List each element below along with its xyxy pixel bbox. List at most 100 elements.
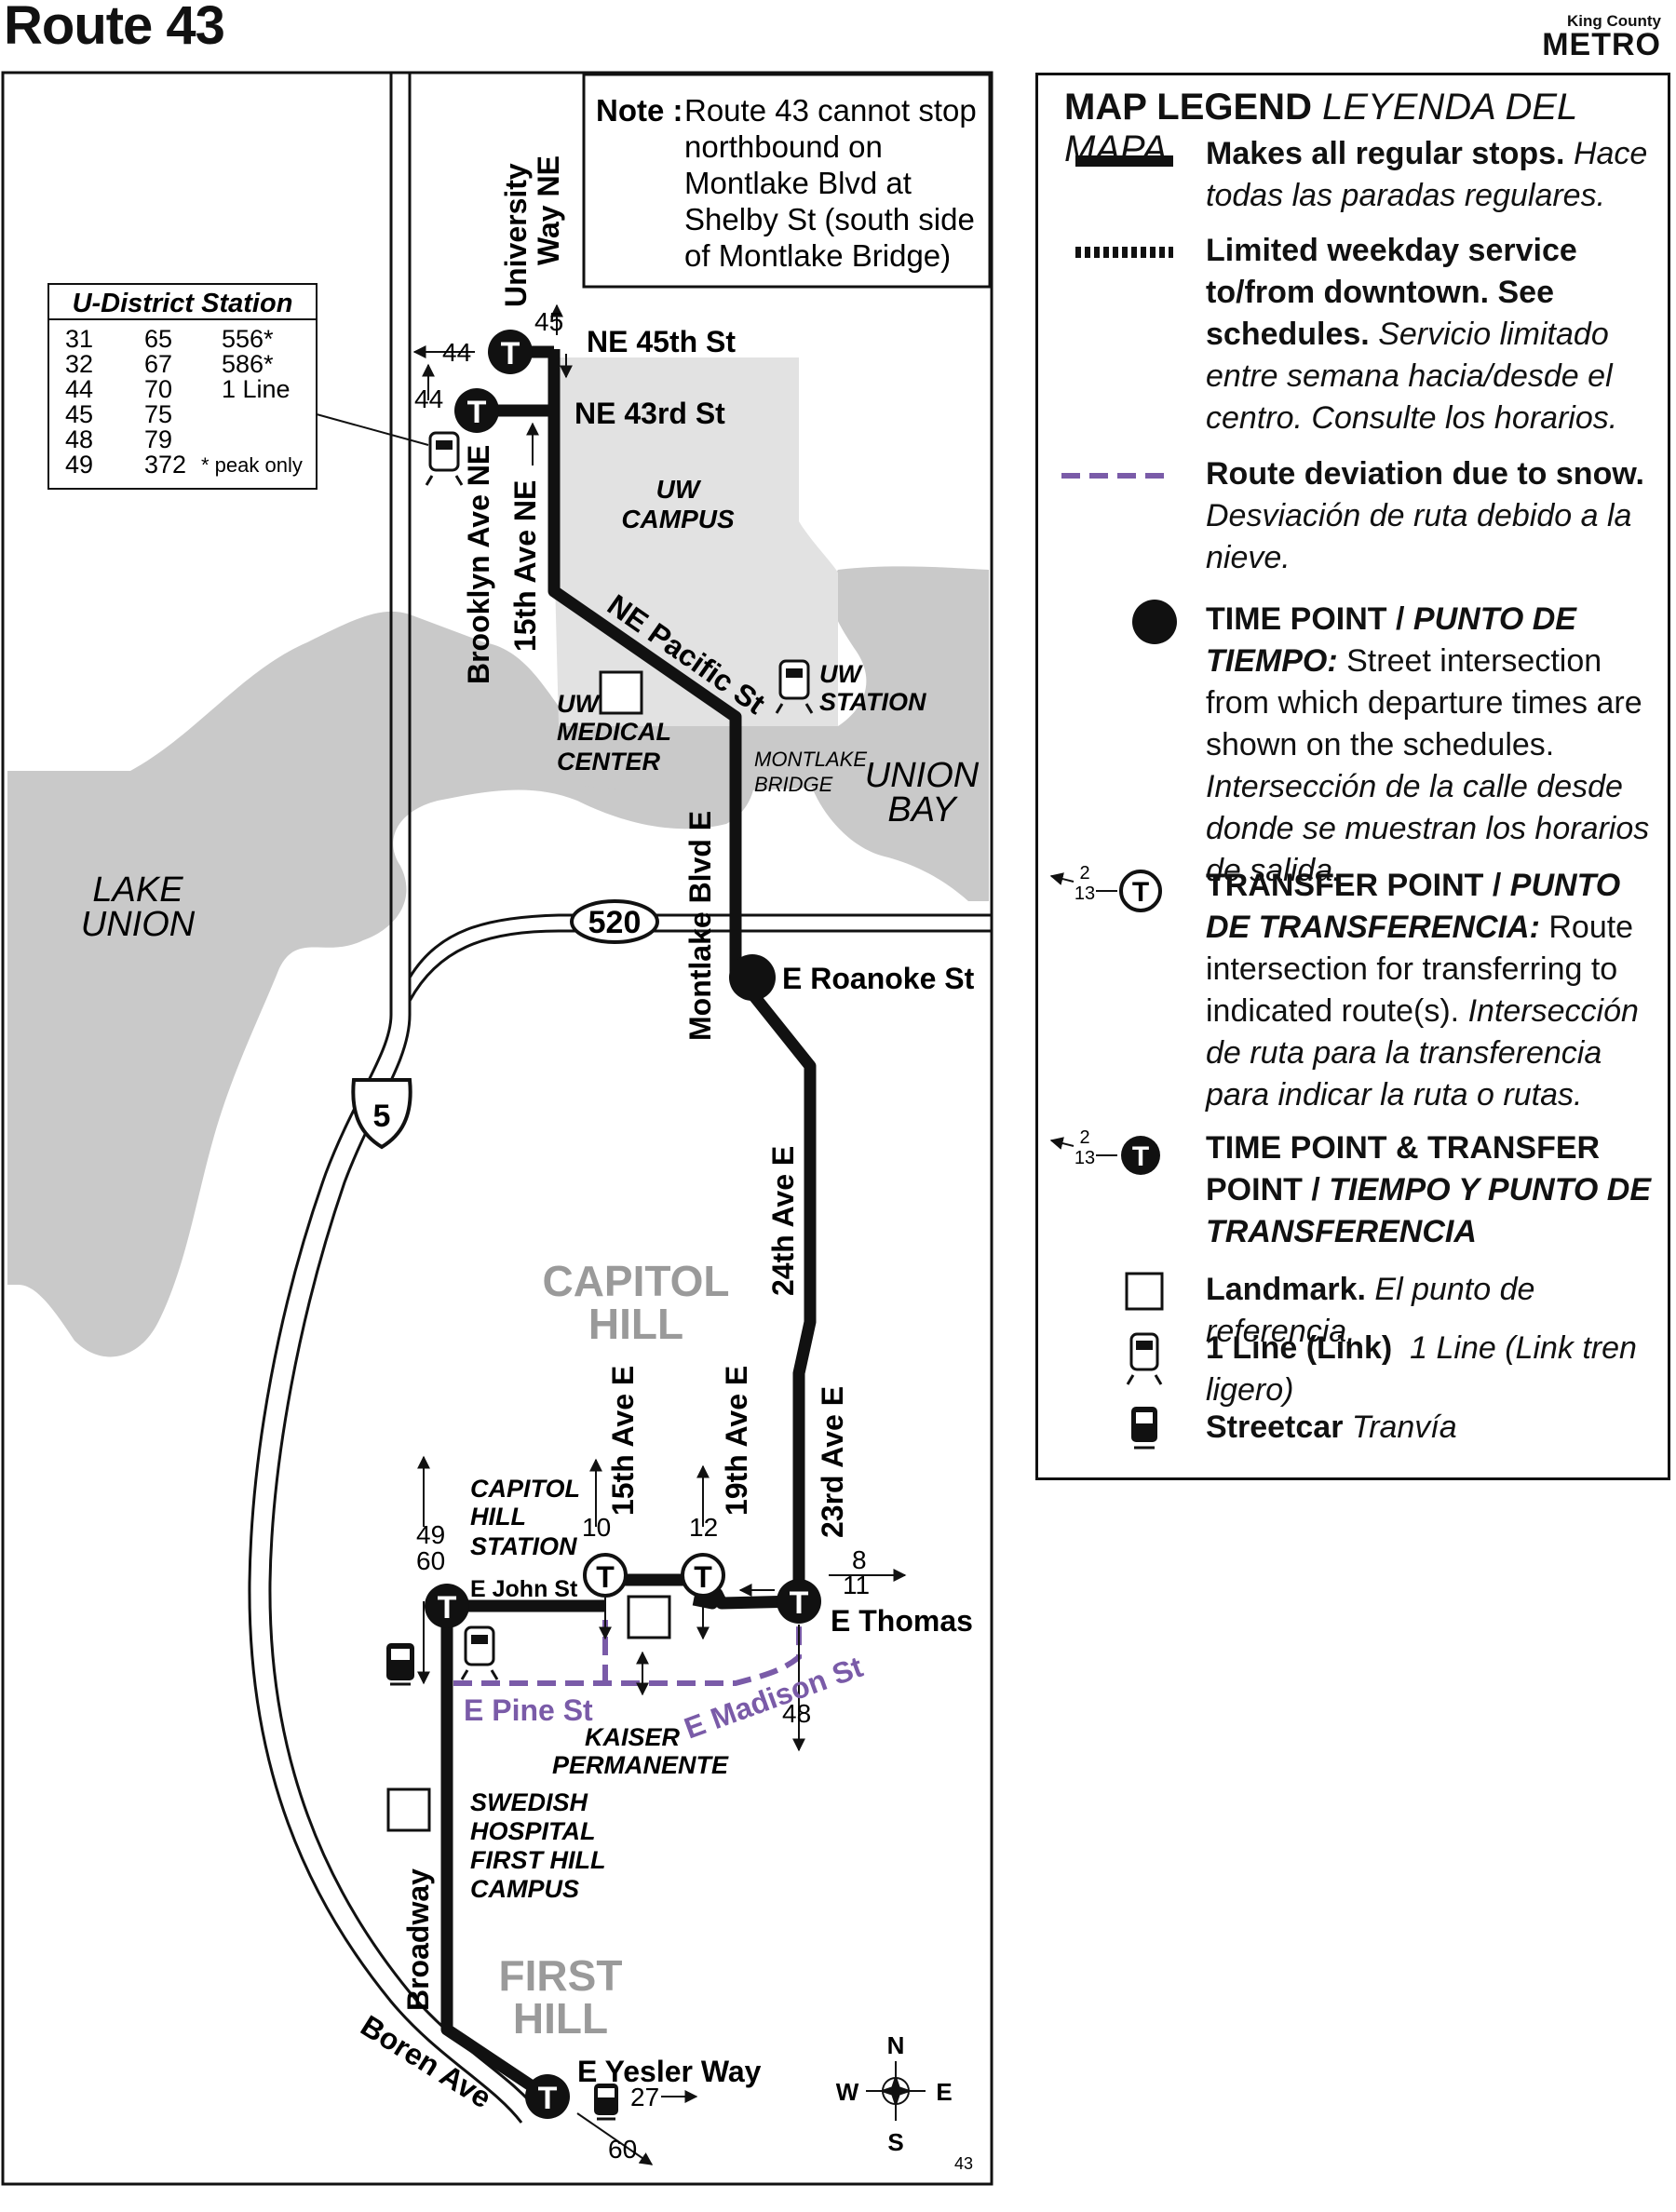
first-hill-label: FIRST HILL — [499, 1951, 623, 2043]
transfer-27: 27 — [630, 2083, 659, 2111]
24th-ave-label: 24th Ave E — [766, 1146, 800, 1296]
15th-ave-e-label: 15th Ave E — [606, 1366, 640, 1516]
svg-text:45: 45 — [65, 400, 93, 428]
svg-text:LAKE: LAKE — [92, 870, 183, 910]
note-label: Note : — [596, 93, 683, 128]
e-roanoke-label: E Roanoke St — [782, 962, 975, 995]
23rd-ave-e-label: 23rd Ave E — [816, 1386, 849, 1538]
stop-marker: T — [596, 1560, 615, 1594]
legend-transfer-2: 2 — [1079, 863, 1089, 883]
legend-symbols: 2 13 T 2 13 T — [1049, 155, 1177, 1450]
legend-transfer: TRANSFER POINT / PUNTO DE TRANSFERENCIA:… — [1206, 868, 1639, 1113]
compass-w: W — [836, 2078, 859, 2106]
legend-limited: Limited weekday service to/from downtown… — [1206, 233, 1618, 436]
lake-union-label: LAKE UNION — [81, 870, 196, 944]
transfer-45: 45 — [534, 307, 563, 336]
link-train-icon-capitol-hill — [460, 1625, 499, 1680]
landmark-labels: UW STATION UW MEDICAL CENTER CAPITOL HIL… — [470, 660, 926, 1903]
svg-text:HILL: HILL — [513, 1994, 608, 2043]
route-43-line-south[interactable] — [440, 1606, 548, 2100]
legend-transfer-13: 13 — [1075, 883, 1095, 904]
timepoint-23rd-thomas[interactable]: T — [777, 1579, 821, 1624]
legend-link-icon — [1126, 1332, 1163, 1385]
montlake-blvd-label: Montlake Blvd E — [683, 811, 717, 1041]
legend-timepoint-icon — [1132, 600, 1177, 644]
landmark-swedish-icon — [386, 1787, 431, 1832]
swedish-label-4: CAMPUS — [470, 1875, 579, 1903]
timepoint-yesler[interactable]: T — [525, 2074, 570, 2119]
19th-ave-e-label: 19th Ave E — [720, 1366, 753, 1516]
university-way-label: University — [499, 163, 533, 307]
transfer-48: 48 — [782, 1699, 811, 1728]
svg-text:UNION: UNION — [81, 905, 196, 944]
ne43rd-label: NE 43rd St — [574, 397, 725, 430]
svg-text:1 Line: 1 Line — [222, 375, 291, 403]
uw-station-label: UW — [819, 660, 863, 688]
svg-text:UNION: UNION — [865, 756, 980, 795]
uw-medical-label: UW — [557, 690, 601, 718]
legend-tp-transfer: TIME POINT & TRANSFER POINT / TIEMPO Y P… — [1206, 1130, 1651, 1249]
i5-freeway — [248, 73, 542, 2124]
kaiser-label: KAISER — [585, 1723, 681, 1751]
stop-marker: T — [1132, 877, 1149, 908]
svg-text:75: 75 — [144, 400, 172, 428]
transfer-point-15th[interactable]: T — [583, 1553, 628, 1598]
compass-e: E — [936, 2078, 952, 2106]
broadway-label: Broadway — [401, 1868, 435, 2011]
timepoint-ne43rd[interactable]: T — [454, 388, 499, 433]
svg-text:MONTLAKE: MONTLAKE — [754, 748, 867, 771]
transfer-60-b: 60 — [608, 2135, 637, 2164]
e-yesler-label: E Yesler Way — [577, 2055, 762, 2088]
sr520-freeway — [408, 913, 992, 1002]
svg-text:Shelby St (south side: Shelby St (south side — [684, 202, 975, 236]
compass-s: S — [887, 2128, 903, 2156]
swedish-label: SWEDISH — [470, 1788, 588, 1816]
svg-text:CAPITOL: CAPITOL — [542, 1257, 729, 1305]
svg-text:Route 43 cannot stop: Route 43 cannot stop — [684, 93, 977, 128]
legend-tp-transfer-2: 2 — [1079, 1127, 1089, 1148]
stop-marker: T — [467, 395, 487, 430]
page-title: Route 43 — [4, 0, 225, 56]
timepoint-ne45th[interactable]: T — [488, 330, 533, 374]
svg-text:65: 65 — [144, 325, 172, 353]
stop-marker: T — [694, 1560, 712, 1594]
station-box-pointer — [316, 413, 429, 446]
legend-title-en: MAP LEGEND — [1064, 87, 1312, 128]
legend-landmark-icon — [1125, 1272, 1164, 1311]
timepoint-roanoke[interactable] — [729, 954, 776, 1001]
ne45th-label: NE 45th St — [587, 325, 736, 358]
svg-text:556*: 556* — [222, 325, 274, 353]
transfer-point-19th[interactable]: T — [681, 1553, 725, 1598]
i5-shield-label: 5 — [373, 1099, 391, 1134]
svg-text:FIRST: FIRST — [499, 1951, 623, 2000]
15th-ave-ne-label: 15th Ave NE — [508, 480, 542, 652]
transfer-route-numbers: 44 45 44 49 60 10 12 8 11 48 27 60 — [414, 307, 870, 2164]
svg-text:31: 31 — [65, 325, 93, 353]
transfer-10: 10 — [582, 1513, 611, 1542]
svg-text:586*: 586* — [222, 350, 274, 378]
svg-text:BAY: BAY — [887, 790, 958, 830]
legend-streetcar: Streetcar Tranvía — [1206, 1409, 1457, 1445]
transfer-44-a: 44 — [442, 338, 471, 367]
page-number: 43 — [954, 2154, 973, 2173]
e-thomas-label: E Thomas — [831, 1604, 973, 1638]
stop-marker: T — [1132, 1141, 1149, 1172]
timepoint-broadway-john[interactable]: T — [425, 1584, 469, 1628]
union-bay-label: UNION BAY — [865, 756, 980, 830]
streetcar-icon-broadway — [386, 1643, 414, 1686]
university-way-label-2: Way NE — [532, 155, 565, 265]
transfer-44-b: 44 — [414, 384, 443, 413]
transfer-12: 12 — [689, 1513, 718, 1542]
svg-text:HILL: HILL — [588, 1300, 683, 1348]
legend-tp-transfer-icon: 2 13 T — [1049, 1127, 1160, 1175]
king-county-metro-logo: King County METRO — [1542, 13, 1661, 61]
snow-deviation-route[interactable] — [453, 1620, 802, 1686]
svg-text:Montlake Blvd at: Montlake Blvd at — [684, 166, 912, 200]
sr520-shield-label: 520 — [588, 905, 642, 940]
station-box-footnote: * peak only — [201, 453, 303, 477]
sr520-shield: 520 — [570, 899, 659, 944]
uw-campus-label: UW CAMPUS — [621, 475, 735, 533]
route-43-line[interactable] — [547, 349, 817, 1610]
capitol-hill-station-label-3: STATION — [470, 1532, 577, 1560]
